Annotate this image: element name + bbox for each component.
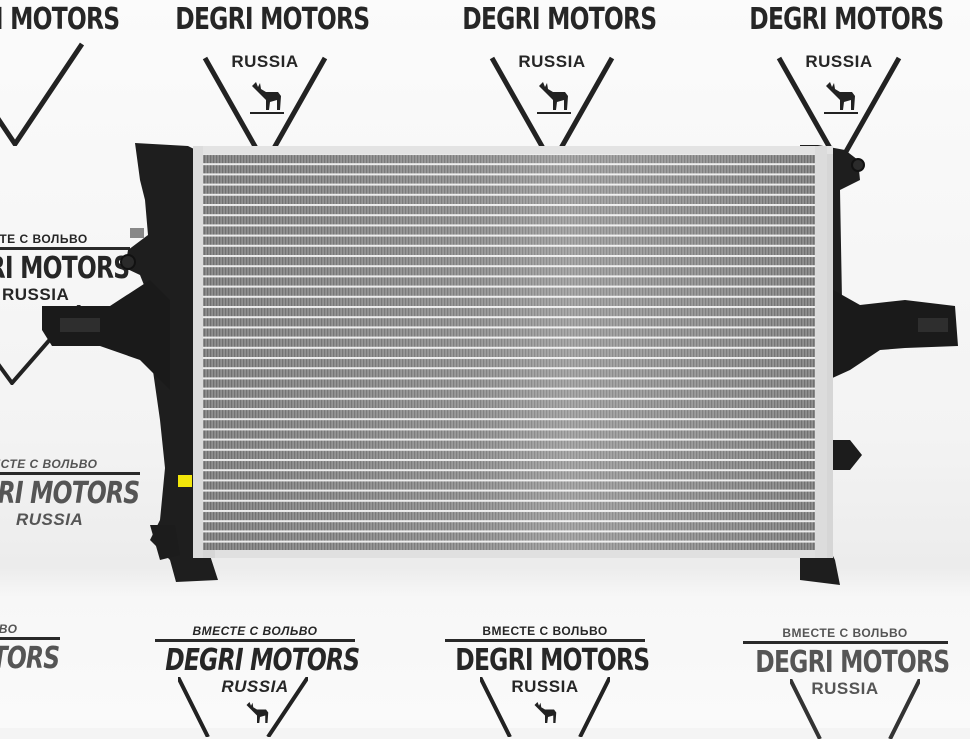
watermark-bar	[445, 639, 645, 642]
watermark-top-label: ВМЕСТЕ С ВОЛЬВО	[0, 622, 18, 636]
watermark-sub: RUSSIA	[805, 52, 873, 71]
watermark: DEGRI MOTORS	[0, 4, 130, 146]
moose-icon	[537, 82, 571, 114]
watermark-brand: DEGRI MOTORS	[455, 643, 650, 678]
watermark-brand: DEGRI MOTORS	[462, 2, 657, 37]
watermark: ВМЕСТЕ С ВОЛЬВО DEGRI MOTORS	[0, 622, 70, 675]
watermark-bar	[0, 247, 130, 250]
watermark-top-label: ВМЕСТЕ С ВОЛЬВО	[0, 457, 98, 471]
watermark: ВМЕСТЕ С ВОЛЬВО DEGRI MOTORS RUSSIA	[0, 232, 140, 385]
watermark-brand: DEGRI MOTORS	[165, 643, 360, 678]
watermark-brand: DEGRI MOTORS	[755, 645, 950, 680]
watermark-brand: DEGRI MOTORS	[175, 2, 370, 37]
watermark-brand: DEGRI MOTORS	[0, 2, 120, 37]
watermark-top-label: ВМЕСТЕ С ВОЛЬВО	[192, 624, 318, 638]
watermark-sub: RUSSIA	[2, 285, 70, 304]
watermark-brand: DEGRI MOTORS	[0, 251, 130, 286]
moose-icon	[250, 82, 284, 114]
watermark-brand: DEGRI MOTORS	[0, 476, 140, 511]
moose-icon	[246, 702, 269, 723]
watermark-bar	[0, 472, 140, 475]
moose-icon	[534, 702, 557, 723]
watermark-sub: RUSSIA	[511, 677, 579, 696]
watermark-bar	[155, 639, 355, 642]
watermark-sub: RUSSIA	[231, 52, 299, 71]
watermark: ВМЕСТЕ С ВОЛЬВО DEGRI MOTORS RUSSIA	[430, 624, 660, 737]
watermark-brand: DEGRI MOTORS	[749, 2, 944, 37]
watermark-sub: RUSSIA	[221, 677, 289, 696]
watermark: ВМЕСТЕ С ВОЛЬВО DEGRI MOTORS RUSSIA	[0, 457, 150, 530]
watermark-bar	[0, 637, 60, 640]
watermark-sub: RUSSIA	[811, 679, 879, 698]
left-tank	[42, 143, 218, 582]
watermark-bar	[742, 641, 948, 644]
watermark-sub: RUSSIA	[16, 510, 84, 529]
watermark-top-label: ВМЕСТЕ С ВОЛЬВО	[782, 626, 908, 640]
watermark-triangle-icon	[0, 42, 85, 146]
watermark-top-label: ВМЕСТЕ С ВОЛЬВО	[482, 624, 608, 638]
watermark-sub: RUSSIA	[518, 52, 586, 71]
moose-icon	[824, 82, 858, 114]
watermark: ВМЕСТЕ С ВОЛЬВО DEGRI MOTORS RUSSIA	[140, 624, 370, 737]
watermark-triangle-icon	[480, 677, 610, 737]
watermark-triangle-icon	[178, 677, 308, 737]
watermark-top-label: ВМЕСТЕ С ВОЛЬВО	[0, 232, 88, 246]
